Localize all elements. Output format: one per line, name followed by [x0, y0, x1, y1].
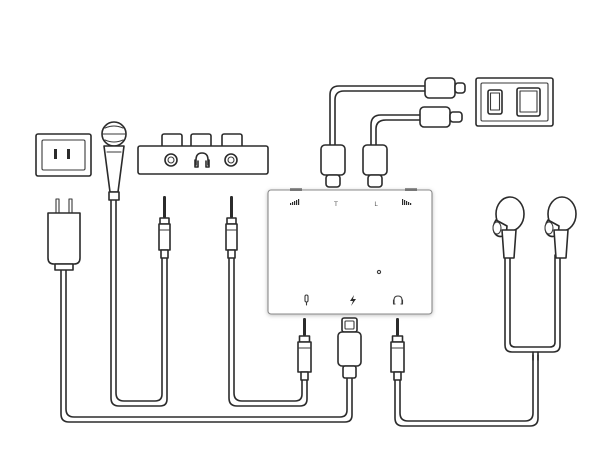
- earphone-left: [492, 196, 525, 259]
- headphone-port-icon: [392, 295, 404, 305]
- usb-c-cable-right: [370, 114, 421, 146]
- earphone-right: [544, 196, 577, 259]
- audio-mixer: [137, 133, 269, 175]
- wall-outlet: [35, 133, 92, 177]
- upper-aux-plug-right: [225, 196, 238, 259]
- usb-c-plug-top-2: [419, 106, 463, 128]
- aux-cable: [228, 255, 308, 407]
- earphone-cable: [394, 354, 539, 427]
- earphone-jack-plug: [390, 318, 405, 381]
- left-port-label: T: [333, 201, 338, 208]
- upper-aux-plug-left: [158, 196, 171, 259]
- status-led: [376, 269, 382, 275]
- device-panel: [475, 77, 554, 127]
- volume-indicator-left: [290, 199, 300, 205]
- headphone-icon: [194, 152, 210, 168]
- outlet-slot-left: [54, 149, 57, 159]
- mic-port-icon: [304, 294, 309, 306]
- lightning-bolt-icon: [350, 295, 356, 306]
- cables: [60, 85, 561, 427]
- usb-c-plug-right: [362, 144, 388, 188]
- volume-indicator-right: [402, 199, 412, 205]
- usb-c-plug-top-1: [424, 77, 466, 99]
- tablet-icon: [516, 87, 541, 117]
- usb-c-cable-left: [329, 85, 426, 146]
- microphone-cable: [110, 199, 168, 407]
- lightning-charging-plug: [337, 317, 362, 379]
- microphone: [101, 121, 127, 201]
- lower-aux-plug-left: [297, 318, 312, 381]
- power-plug: [47, 198, 81, 271]
- usb-c-plug-left: [320, 144, 346, 188]
- power-cable: [60, 267, 353, 423]
- phone-icon: [487, 89, 503, 115]
- adapter-hub: T L: [267, 188, 433, 315]
- right-port-label: L: [374, 201, 378, 208]
- outlet-slot-right: [67, 149, 70, 159]
